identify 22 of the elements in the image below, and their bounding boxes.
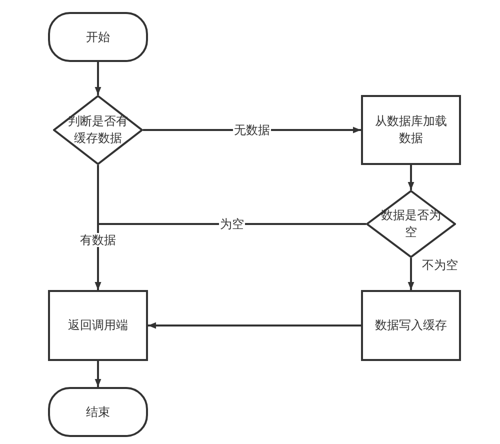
node-text: 数据写入缓存 [374, 317, 448, 334]
arrow [408, 165, 414, 190]
edge-label: 有数据 [79, 233, 117, 247]
decision-diamond [366, 190, 456, 258]
process-box [48, 290, 148, 361]
terminal-shape [48, 387, 148, 437]
node-text: 从数据库加载数据 [374, 113, 448, 147]
edge-label: 不为空 [421, 258, 459, 272]
arrow [408, 258, 414, 290]
node-text: 结束 [85, 404, 111, 420]
decision-diamond [53, 95, 143, 165]
arrow [94, 223, 366, 290]
arrow [94, 361, 102, 387]
arrow [94, 62, 102, 95]
edge-label: 无数据 [233, 123, 271, 137]
arrow [148, 322, 361, 329]
node-text: 返回调用端 [67, 317, 129, 334]
edge-label: 为空 [219, 217, 245, 231]
terminal-shape [48, 12, 148, 62]
node-text: 开始 [85, 28, 111, 46]
process-box [361, 95, 461, 165]
process-box [361, 290, 461, 361]
